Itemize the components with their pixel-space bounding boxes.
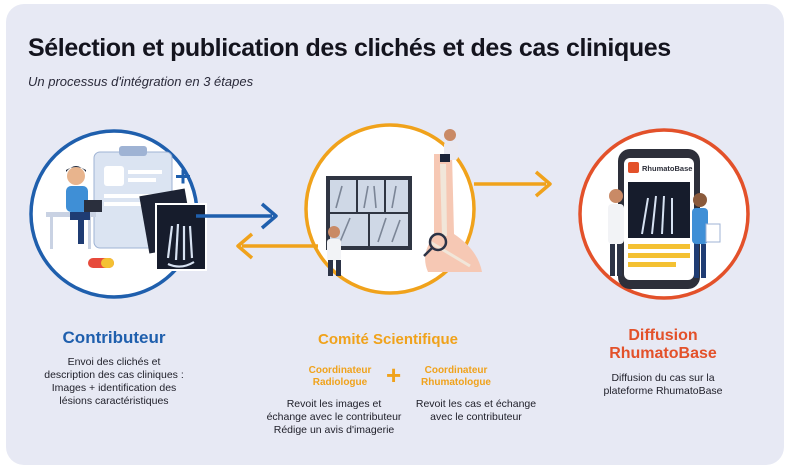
rheumatologist-description: Revoit les cas et échange avec le contri… xyxy=(415,398,537,423)
app-name: RhumatoBase xyxy=(642,164,692,173)
committee-illustration xyxy=(304,123,482,295)
plus-icon: + xyxy=(386,360,402,390)
arrow-left-icon xyxy=(236,232,318,260)
contributor-title: Contributeur xyxy=(62,328,166,347)
page-subtitle: Un processus d'intégration en 3 étapes xyxy=(28,74,254,89)
radiologist-role: Coordinateur Radiologue xyxy=(308,365,372,388)
diffusion-description: Diffusion du cas sur la plateforme Rhuma… xyxy=(603,372,723,397)
arrow-right-icon xyxy=(196,202,278,230)
infographic-card: Sélection et publication des clichés et … xyxy=(6,4,784,465)
contributor-illustration xyxy=(29,129,207,299)
diffusion-illustration: RhumatoBase xyxy=(578,128,750,300)
page-title: Sélection et publication des clichés et … xyxy=(28,34,671,62)
arrow-right-icon xyxy=(474,170,552,198)
contributor-description: Envoi des clichés et description des cas… xyxy=(44,356,184,407)
diffusion-title: Diffusion RhumatoBase xyxy=(609,327,717,362)
radiologist-description: Revoit les images et échange avec le con… xyxy=(266,398,402,436)
process-diagram: RhumatoBase xyxy=(29,123,750,300)
rheumatologist-role: Coordinateur Rhumatologue xyxy=(421,365,491,388)
committee-title: Comité Scientifique xyxy=(317,331,459,348)
